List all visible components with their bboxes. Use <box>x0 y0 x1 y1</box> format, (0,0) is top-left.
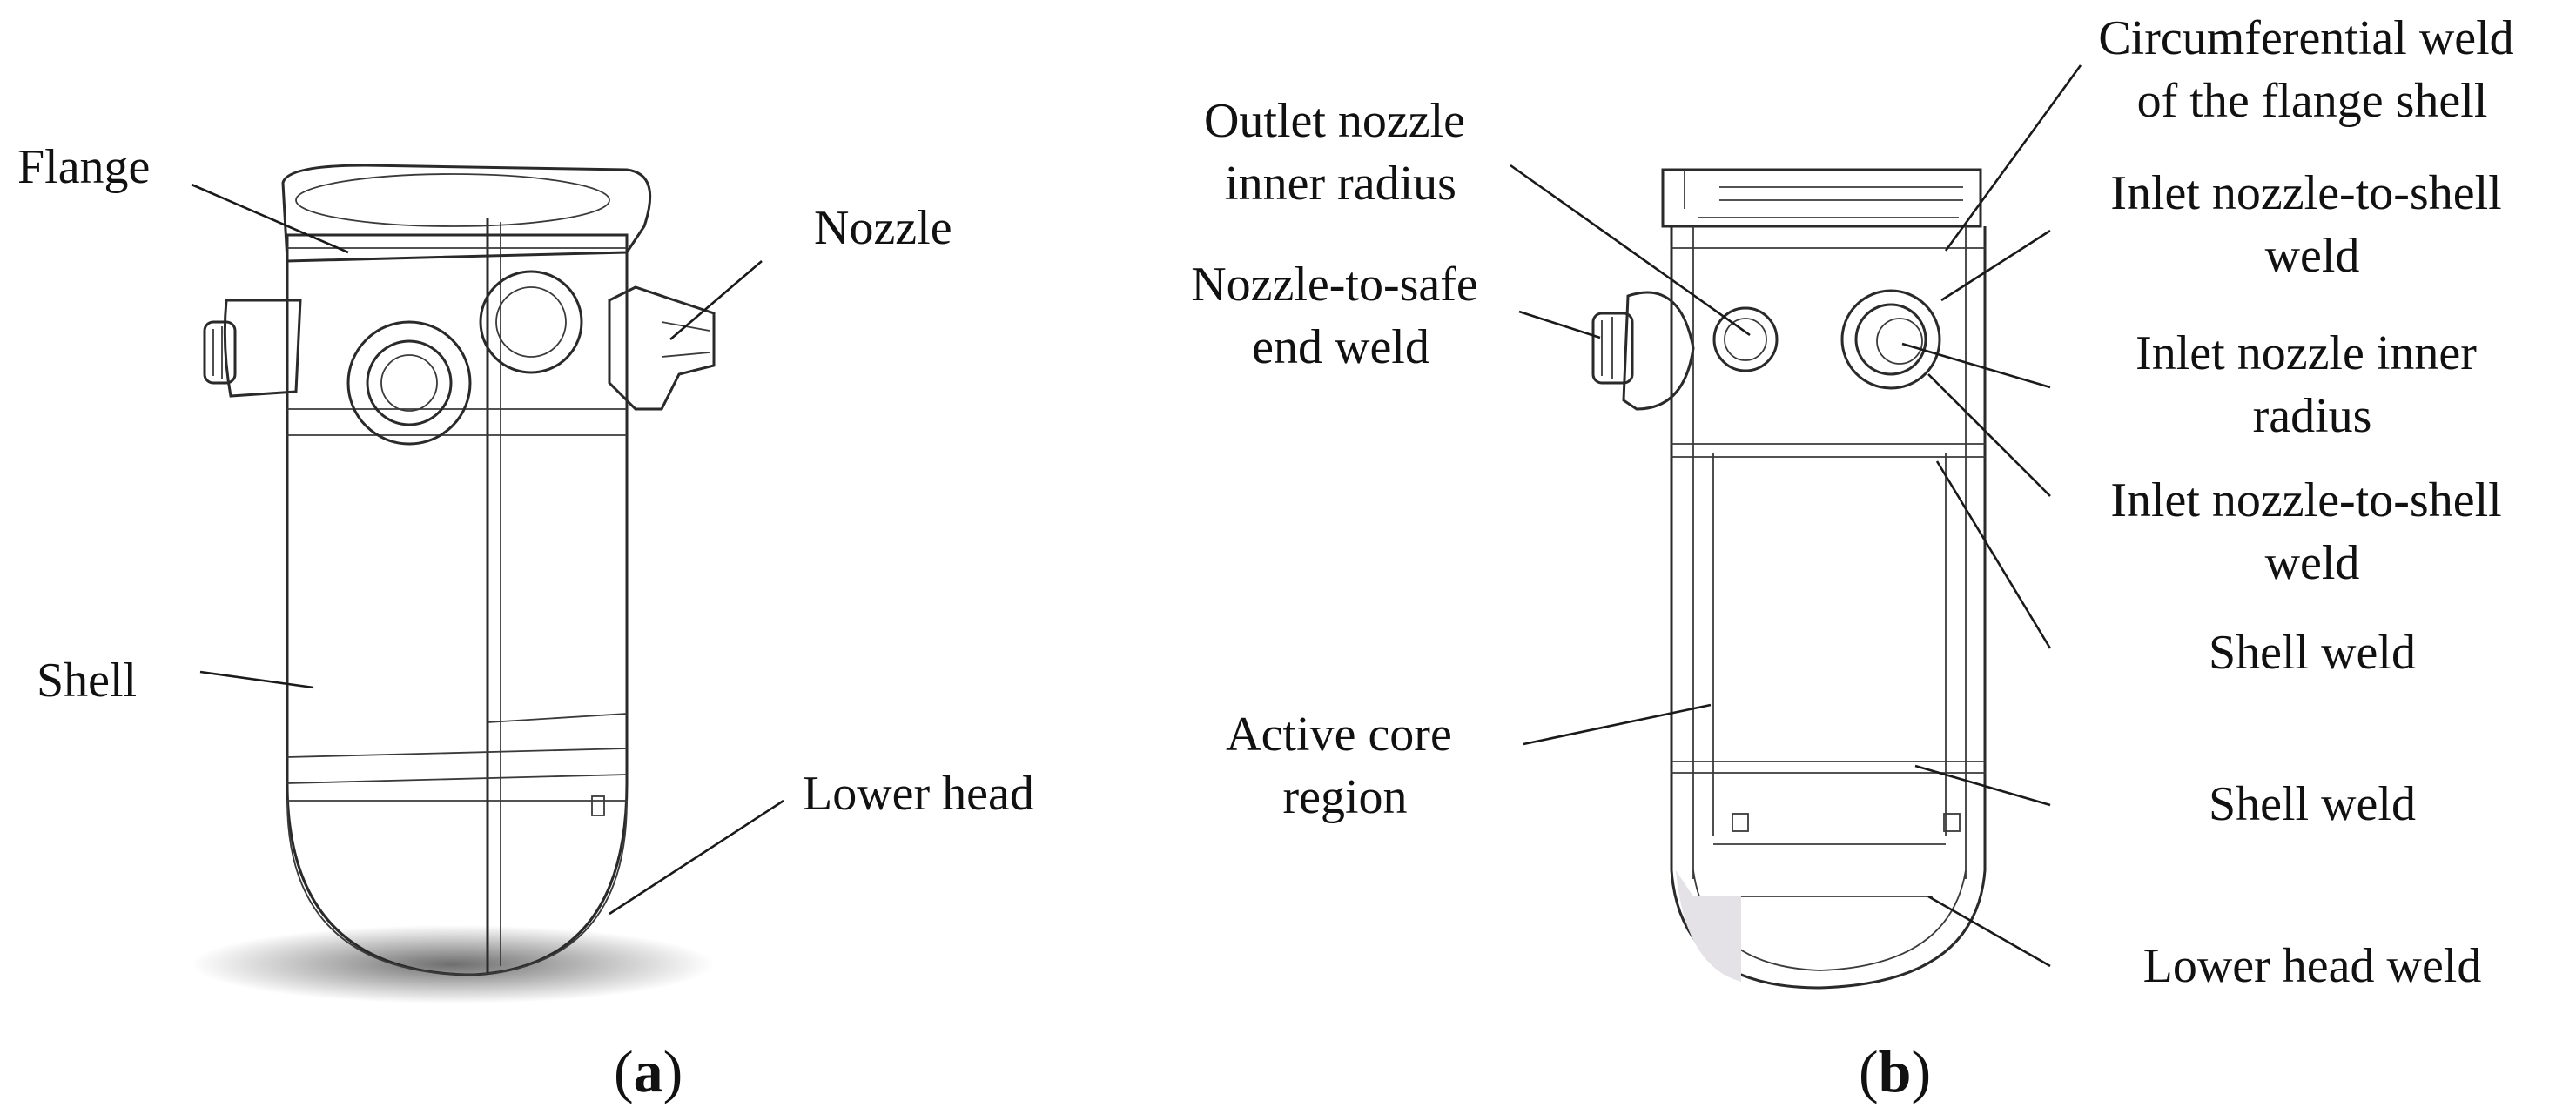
section-lower-head-shade <box>1676 870 1741 982</box>
label-lower-head: Lower head <box>803 767 1034 821</box>
label-shell-weld-1: Shell weld <box>2209 626 2416 680</box>
leader-inlet-weld-b <box>1927 373 2051 497</box>
section-outlet-nozzle <box>1591 291 1779 411</box>
leader-lower-head <box>609 799 784 916</box>
leader-safe-end <box>1518 310 1601 339</box>
leader-lower-head-weld <box>1927 895 2051 968</box>
label-lower-head-weld: Lower head weld <box>2143 939 2482 993</box>
section-flange <box>1661 168 1982 228</box>
vessel-weld-line-3 <box>286 748 628 758</box>
vessel-left-nozzle <box>203 299 302 398</box>
figure-a: Flange Nozzle Shell Lower head (a) <box>17 140 1034 1104</box>
leader-inlet-radius <box>1901 342 2051 389</box>
section-bracket-left <box>1732 813 1749 832</box>
label-nozzle: Nozzle <box>814 201 952 255</box>
section-bracket-right <box>1943 813 1961 832</box>
label-inlet-weld-a: Inlet nozzle-to-shell weld <box>2110 166 2513 283</box>
section-shell-weld <box>1671 761 1985 774</box>
figure-b: Circumferential weld of the flange shell… <box>1191 11 2526 1104</box>
leader-inlet-weld-a <box>1940 229 2051 302</box>
vessel-weld-line-5 <box>487 713 628 723</box>
leader-nozzle <box>669 260 763 340</box>
section-body <box>1670 226 1987 990</box>
vessel-flange <box>281 164 652 263</box>
vessel-right-opening <box>479 270 583 374</box>
label-shell-weld-2: Shell weld <box>2209 777 2416 831</box>
leader-flange <box>191 183 349 254</box>
leader-outlet-radius <box>1510 164 1751 337</box>
vessel-lower-head <box>286 800 628 976</box>
vessel-bracket <box>591 795 605 816</box>
vessel-weld-line-4 <box>286 774 628 784</box>
leader-shell-weld-2 <box>1914 764 2051 807</box>
label-active-core: Active core region <box>1226 708 1464 824</box>
leader-active-core <box>1523 703 1712 746</box>
vessel-shadow <box>192 925 714 1003</box>
label-safe-end: Nozzle-to-safe end weld <box>1191 258 1490 374</box>
label-outlet-radius: Outlet nozzle inner radius <box>1204 94 1477 211</box>
label-circ-weld: Circumferential weld of the flange shell <box>2098 11 2526 128</box>
caption-a-letter: a <box>634 1038 663 1104</box>
caption-b: (b) <box>1859 1038 1931 1104</box>
label-inlet-weld-b: Inlet nozzle-to-shell weld <box>2110 473 2513 590</box>
section-inlet-nozzle <box>1840 289 1941 390</box>
label-shell: Shell <box>37 654 137 708</box>
caption-b-letter: b <box>1879 1038 1912 1104</box>
caption-a: (a) <box>614 1038 683 1104</box>
leader-shell <box>199 670 314 689</box>
label-inlet-radius: Inlet nozzle inner radius <box>2135 326 2489 443</box>
leader-circ-weld <box>1944 64 2082 252</box>
leader-shell-weld-1 <box>1935 460 2052 649</box>
vessel-flange-opening <box>295 173 610 227</box>
vessel-3d-drawing <box>203 164 716 976</box>
label-flange: Flange <box>17 140 150 194</box>
vessel-section-drawing <box>1591 168 1987 990</box>
section-flange-detail <box>1684 170 1963 218</box>
vessel-center-nozzle <box>346 320 472 446</box>
section-nozzle-band-bottom <box>1671 443 1985 458</box>
vessel-right-nozzle <box>608 285 716 411</box>
